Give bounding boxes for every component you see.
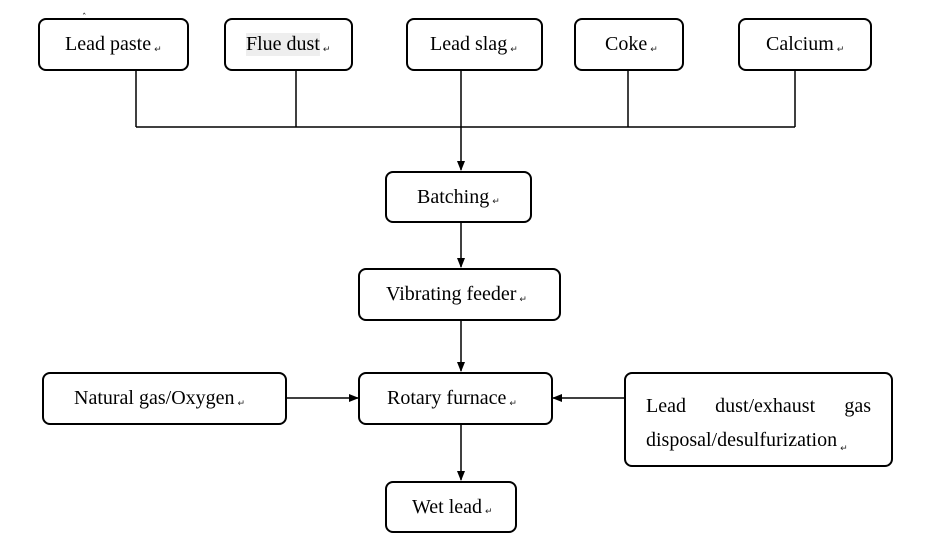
paragraph-mark-icon: ↵: [510, 44, 518, 55]
step-vibrating-feeder-label: Vibrating feeder: [386, 283, 517, 305]
side-natural-gas-label: Natural gas/Oxygen: [74, 387, 235, 409]
side-natural-gas-box: Natural gas/Oxygen↵: [42, 372, 287, 425]
side-disposal-box: Lead dust/exhaust gas disposal/desulfuri…: [624, 372, 893, 467]
paragraph-mark-icon: ↵: [836, 44, 845, 55]
paragraph-mark-icon: ↵: [237, 398, 246, 409]
side-disposal-line1: Lead dust/exhaust gas: [646, 395, 871, 417]
input-coke-label: Coke: [605, 33, 648, 55]
step-wet-lead-label: Wet lead: [412, 495, 483, 518]
paragraph-mark-icon: ↵: [519, 294, 527, 305]
input-coke-box: Coke↵: [574, 18, 684, 71]
side-disposal-line2: disposal/desulfurization: [646, 429, 838, 451]
input-lead-paste-label: Lead paste: [65, 33, 152, 55]
input-calcium-box: Calcium↵: [738, 18, 872, 71]
paragraph-mark-icon: ↵: [840, 444, 848, 454]
input-flue-dust-box: Flue dust↵: [224, 18, 353, 71]
input-lead-slag-label: Lead slag: [430, 33, 508, 55]
paragraph-mark-icon: ↵: [154, 44, 162, 55]
step-batching-label: Batching: [417, 185, 490, 208]
step-rotary-furnace-label: Rotary furnace: [387, 387, 507, 409]
input-lead-slag-box: Lead slag↵: [406, 18, 543, 71]
step-rotary-furnace-box: Rotary furnace↵: [358, 372, 553, 425]
paragraph-mark-icon: ↵: [485, 507, 493, 517]
input-lead-paste-box: Lead paste↵: [38, 18, 189, 71]
paragraph-mark-icon: ↵: [492, 197, 500, 207]
input-calcium-label: Calcium: [766, 33, 834, 55]
step-batching-box: Batching↵: [385, 171, 532, 223]
paragraph-mark-icon: ↵: [650, 44, 658, 55]
step-vibrating-feeder-box: Vibrating feeder↵: [358, 268, 561, 321]
paragraph-mark-icon: ↵: [322, 44, 331, 55]
paragraph-mark-icon: ↵: [509, 398, 517, 409]
step-wet-lead-box: Wet lead↵: [385, 481, 517, 533]
input-flue-dust-label: Flue dust: [246, 33, 320, 56]
